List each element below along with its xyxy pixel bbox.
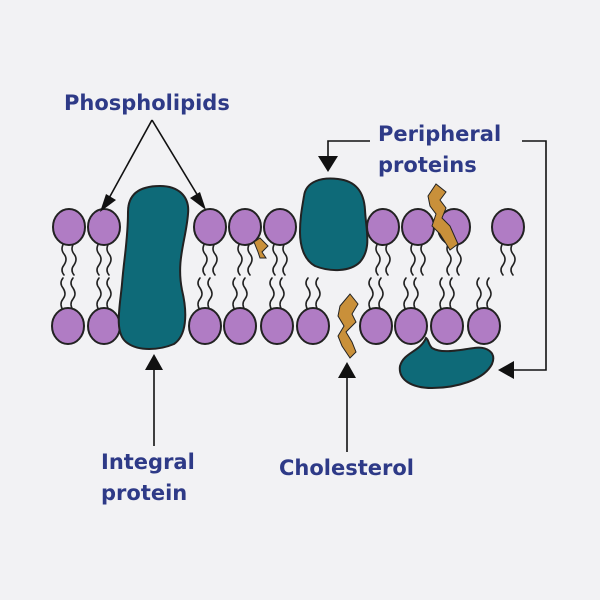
phospholipid-tail	[237, 242, 243, 276]
integral-label-line1: Integral	[101, 450, 195, 474]
phospholipid-tail	[106, 277, 112, 311]
phospholipid-head-top	[228, 208, 262, 246]
phospholipid-tail	[368, 277, 374, 311]
peripheral-arrow-top-head	[318, 156, 338, 172]
phospholipid-tail	[446, 242, 452, 276]
phospholipid-head-top	[263, 208, 297, 246]
phospholipid-tail	[207, 277, 213, 311]
phospholipid-tail	[269, 277, 275, 311]
phospholipid-head-bottom	[394, 307, 428, 345]
cholesterol-label: Cholesterol	[279, 456, 414, 480]
phospholipid-head-top	[193, 208, 227, 246]
phospholipid-tail	[212, 242, 218, 276]
phospholipid-tail	[242, 277, 248, 311]
phospholipid-head-bottom	[467, 307, 501, 345]
phospholipid-tail	[106, 242, 112, 276]
phospholipids-arrow-right-head	[190, 192, 206, 210]
phospholipid-head-bottom	[51, 307, 85, 345]
cholesterol-shape-bottom	[337, 293, 359, 359]
phospholipid-tail	[70, 277, 76, 311]
phospholipid-tail	[403, 277, 409, 311]
phospholipid-tail	[96, 242, 102, 276]
integral-protein-shape	[117, 184, 190, 350]
phospholipid-head-bottom	[260, 307, 294, 345]
integral-label-line2: protein	[101, 481, 188, 505]
cholesterol-arrow-head	[338, 362, 356, 378]
phospholipid-tail	[197, 277, 203, 311]
phospholipid-tail	[96, 277, 102, 311]
phospholipid-head-bottom	[87, 307, 121, 345]
peripheral-protein-top-shape	[298, 177, 369, 272]
phospholipid-tail	[378, 277, 384, 311]
phospholipid-tail	[420, 242, 426, 276]
phospholipids-label: Phospholipids	[64, 91, 230, 115]
phospholipid-tail	[305, 277, 311, 311]
phospholipid-tail	[500, 242, 506, 276]
peripheral-proteins-label: Peripheral proteins	[378, 119, 501, 181]
phospholipid-tail	[385, 242, 391, 276]
phospholipid-tail	[279, 277, 285, 311]
peripheral-label-line1: Peripheral	[378, 122, 502, 146]
phospholipid-head-top	[52, 208, 86, 246]
peripheral-protein-bottom-shape	[398, 336, 495, 390]
phospholipid-tails	[60, 242, 516, 311]
phospholipid-tail	[247, 242, 253, 276]
phospholipid-tail	[282, 242, 288, 276]
phospholipid-tail	[272, 242, 278, 276]
peripheral-bracket-line	[514, 140, 547, 371]
phospholipids-arrow-left-line	[107, 119, 153, 201]
peripheral-arrow-top-line	[327, 140, 370, 158]
phospholipid-head-top	[366, 208, 400, 246]
phospholipid-tail	[410, 242, 416, 276]
peripheral-label-line2: proteins	[378, 153, 477, 177]
phospholipid-head-bottom	[223, 307, 257, 345]
phospholipid-head-bottom	[359, 307, 393, 345]
phospholipid-tail	[232, 277, 238, 311]
phospholipids-arrow-right-line	[151, 119, 199, 197]
integral-protein-label: Integral protein	[101, 447, 195, 509]
phospholipid-tail	[413, 277, 419, 311]
cholesterol-shape-top	[427, 183, 459, 251]
phospholipid-head-top	[87, 208, 121, 246]
phospholipid-head-top	[491, 208, 525, 246]
phospholipid-head-bottom	[188, 307, 222, 345]
phospholipids-arrow-left-head	[100, 194, 116, 212]
phospholipid-tail	[315, 277, 321, 311]
phospholipid-head-top	[401, 208, 435, 246]
phospholipid-tail	[456, 242, 462, 276]
phospholipid-tail	[60, 277, 66, 311]
phospholipid-head-bottom	[430, 307, 464, 345]
cholesterol-shape-small	[253, 237, 269, 259]
phospholipid-tail	[202, 242, 208, 276]
phospholipid-head-bottom	[296, 307, 330, 345]
integral-arrow-head	[145, 354, 163, 370]
phospholipid-tail	[439, 277, 445, 311]
phospholipid-tail	[510, 242, 516, 276]
phospholipid-tail	[476, 277, 482, 311]
peripheral-arrow-bottom-head	[498, 361, 514, 379]
phospholipid-tail	[375, 242, 381, 276]
phospholipid-tail	[486, 277, 492, 311]
phospholipid-tail	[71, 242, 77, 276]
phospholipid-tail	[61, 242, 67, 276]
phospholipid-tail	[449, 277, 455, 311]
